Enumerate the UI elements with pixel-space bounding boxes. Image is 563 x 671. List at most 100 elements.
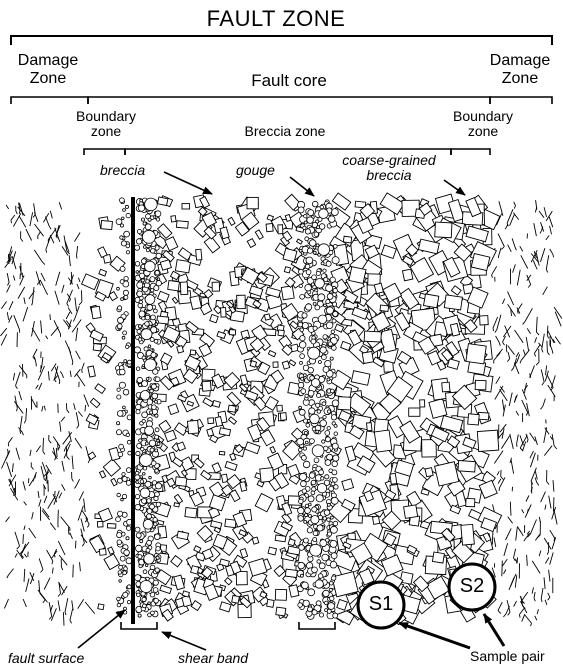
fracture-mark: [23, 534, 24, 544]
fracture-mark: [545, 505, 546, 510]
fracture-mark: [24, 502, 27, 506]
fracture-mark: [546, 269, 547, 272]
fracture-mark: [61, 417, 65, 422]
shear-band-grain: [144, 359, 156, 371]
fracture-mark: [26, 579, 29, 592]
breccia-clast: [228, 217, 235, 225]
breccia-clast: [268, 547, 277, 555]
fracture-mark: [7, 273, 9, 282]
gouge-grain: [332, 319, 336, 323]
shear-band-grain: [148, 387, 151, 390]
gouge-grain: [331, 497, 338, 504]
fracture-mark: [39, 558, 43, 569]
fracture-mark: [72, 479, 74, 482]
fracture-mark: [74, 403, 76, 410]
breccia-clast: [280, 413, 286, 421]
fracture-mark: [49, 226, 51, 229]
fracture-mark: [77, 246, 78, 256]
fracture-mark: [552, 351, 553, 354]
shear-band-grain: [154, 339, 158, 343]
fracture-mark: [48, 229, 56, 240]
breccia-clast: [98, 247, 107, 258]
breccia-clast: [480, 316, 489, 325]
fracture-mark: [62, 461, 64, 472]
fracture-mark: [41, 466, 44, 477]
gouge-grain: [308, 367, 314, 373]
fracture-mark: [524, 533, 530, 541]
fracture-mark: [508, 612, 510, 615]
gouge-grain: [310, 414, 320, 424]
gouge-grain: [299, 284, 302, 287]
fracture-mark: [58, 600, 60, 611]
fracture-mark: [70, 533, 73, 539]
gouge-grain: [303, 226, 306, 229]
fracture-mark: [494, 353, 501, 361]
breccia-clast: [278, 225, 283, 234]
fracture-mark: [542, 334, 545, 350]
fracture-mark: [520, 246, 523, 251]
fracture-mark: [52, 551, 57, 558]
shear-band-grain: [151, 384, 156, 389]
fracture-mark: [528, 285, 531, 288]
fracture-mark: [63, 612, 64, 625]
fracture-mark: [77, 425, 79, 428]
breccia-clast: [478, 412, 489, 420]
fracture-mark: [16, 211, 17, 214]
boundary-grain: [121, 298, 124, 301]
gouge-grain: [312, 201, 318, 207]
damage-zone-left-bracket: [11, 97, 88, 104]
breccia-arrow: [164, 172, 212, 194]
fracture-mark: [552, 537, 556, 549]
breccia-clast: [182, 204, 190, 209]
fracture-mark: [15, 553, 17, 557]
breccia-clast: [229, 330, 235, 335]
fracture-mark: [515, 247, 516, 250]
gouge-grain: [327, 532, 331, 536]
shear-band-grain: [136, 545, 142, 551]
boundary-grain: [126, 537, 129, 540]
fracture-mark: [496, 336, 500, 343]
fracture-mark: [546, 236, 549, 240]
fracture-mark: [15, 532, 20, 546]
fracture-mark: [21, 239, 23, 242]
fracture-mark: [527, 555, 528, 566]
breccia-clast: [196, 249, 202, 260]
shear-band-grain: [135, 245, 140, 250]
fracture-mark: [547, 352, 549, 355]
shear-band-grain: [155, 211, 161, 217]
fracture-mark: [82, 370, 83, 373]
breccia-clast: [168, 281, 180, 291]
fracture-mark: [547, 482, 549, 485]
shear-band-grain: [145, 426, 154, 435]
fracture-mark: [522, 592, 528, 601]
boundary-grain: [123, 592, 128, 597]
gouge-grain: [327, 294, 333, 300]
shear-band-grain: [137, 229, 141, 233]
fracture-mark: [46, 336, 48, 339]
fracture-mark: [553, 254, 554, 257]
fracture-mark: [494, 537, 496, 547]
shear-band-grain: [135, 404, 141, 410]
fracture-mark: [70, 371, 71, 377]
breccia-clast: [202, 381, 211, 391]
gouge-grain: [313, 246, 316, 249]
fracture-mark: [72, 456, 73, 469]
gouge-grain: [298, 382, 304, 388]
fracture-mark: [53, 448, 56, 458]
fracture-mark: [517, 435, 519, 444]
breccia-clast: [171, 556, 182, 567]
fracture-mark: [508, 245, 512, 252]
shear-band-grain: [146, 378, 149, 381]
shear-band-grain: [141, 329, 152, 340]
shear-band-grain: [137, 593, 141, 597]
fracture-mark: [39, 580, 40, 592]
breccia-clast: [225, 578, 232, 585]
fracture-mark: [14, 315, 20, 330]
fracture-mark: [58, 594, 60, 597]
gouge-grain: [311, 491, 315, 495]
gouge-grain: [332, 470, 337, 475]
fracture-mark: [65, 612, 66, 615]
fracture-mark: [82, 543, 84, 546]
gouge-grain: [311, 516, 319, 524]
